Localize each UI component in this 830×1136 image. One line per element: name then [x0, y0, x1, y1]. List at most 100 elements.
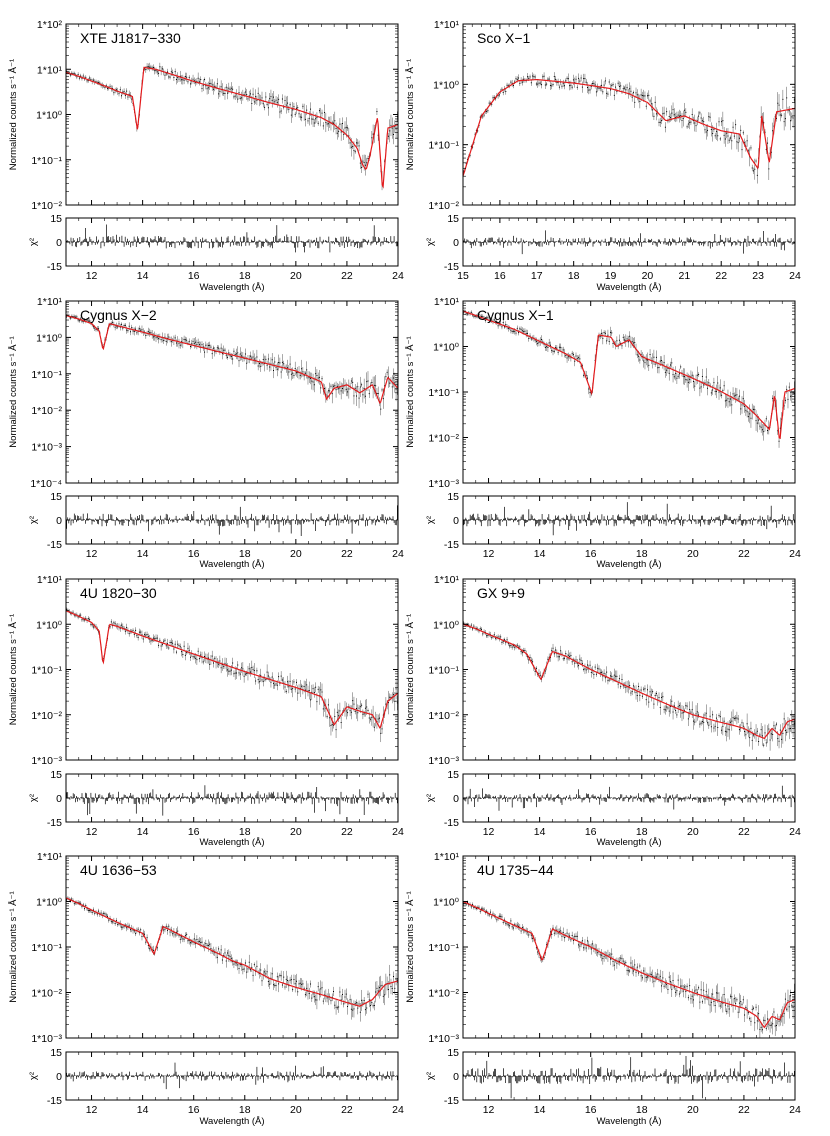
x-tick-label: 20 — [290, 548, 302, 560]
residual-tick-label: 0 — [56, 515, 62, 527]
residual-axis-label: χ² — [425, 238, 436, 246]
x-tick-label: 18 — [239, 548, 251, 560]
model-line — [462, 79, 796, 177]
residual-tick-label: 15 — [447, 769, 459, 781]
plot-frame — [462, 578, 796, 761]
residual-tick-label: -15 — [47, 261, 62, 273]
y-tick-label: 1*10¹ — [434, 574, 460, 586]
residual-tick-label: -15 — [444, 261, 459, 273]
y-tick-label: 1*10¹ — [37, 851, 63, 863]
data-markers — [463, 901, 795, 1031]
residual-tick-label: 0 — [453, 237, 459, 249]
x-tick-label: 20 — [687, 826, 699, 838]
x-tick-label: 24 — [789, 270, 801, 282]
residual-tick-label: 15 — [50, 1047, 62, 1059]
x-tick-label: 21 — [678, 270, 690, 282]
x-tick-label: 22 — [715, 270, 727, 282]
x-tick-label: 14 — [137, 270, 149, 282]
residual-axis-label: χ² — [28, 794, 39, 802]
x-tick-label: 22 — [341, 548, 353, 560]
y-tick-label: 1*10⁰ — [433, 342, 460, 354]
residual-axis-label: χ² — [28, 1072, 39, 1080]
residual-tick-label: -15 — [47, 1095, 62, 1107]
y-axis-label: Normalized counts s⁻¹ Å⁻¹ — [405, 59, 416, 170]
model-line — [462, 623, 796, 740]
x-tick-label: 12 — [483, 826, 495, 838]
residual-axis-label: χ² — [425, 516, 436, 524]
y-tick-label: 1*10⁻⁴ — [30, 478, 62, 490]
x-axis-label: Wavelength (Å) — [596, 1116, 661, 1127]
y-tick-label: 1*10⁻³ — [31, 1033, 62, 1045]
y-axis-label: Normalized counts s⁻¹ Å⁻¹ — [405, 614, 416, 725]
data-markers — [66, 314, 398, 410]
y-tick-label: 1*10⁻¹ — [428, 387, 459, 399]
residual-tick-label: 0 — [56, 793, 62, 805]
x-tick-label: 16 — [188, 270, 200, 282]
x-axis-label: Wavelength (Å) — [596, 837, 661, 848]
y-tick-label: 1*10⁰ — [36, 332, 63, 344]
data-points — [463, 621, 795, 751]
x-tick-label: 18 — [239, 826, 251, 838]
y-tick-label: 1*10⁻¹ — [31, 665, 62, 677]
y-tick-label: 1*10⁻¹ — [428, 140, 459, 152]
panel-title: Sco X−1 — [477, 30, 531, 46]
residual-tick-label: 15 — [447, 213, 459, 225]
x-tick-label: 16 — [188, 826, 200, 838]
y-tick-label: 1*10⁻² — [428, 710, 459, 722]
x-axis-label: Wavelength (Å) — [199, 1116, 264, 1127]
panel-title: 4U 1820−30 — [80, 585, 157, 601]
x-axis-label: Wavelength (Å) — [199, 282, 264, 293]
y-tick-label: 1*10¹ — [434, 296, 460, 308]
data-markers — [463, 310, 795, 442]
y-tick-label: 1*10⁻² — [31, 710, 62, 722]
x-tick-label: 20 — [290, 1104, 302, 1116]
panel-3: 1*10¹1*10⁰1*10⁻¹1*10⁻²1*10⁻³1*10⁻⁴Normal… — [8, 296, 404, 570]
x-tick-label: 22 — [738, 826, 750, 838]
y-tick-label: 1*10⁰ — [433, 619, 460, 631]
residual-axis-label: χ² — [425, 1072, 436, 1080]
x-tick-label: 17 — [531, 270, 543, 282]
model-line — [65, 610, 399, 729]
x-tick-label: 16 — [585, 548, 597, 560]
y-tick-label: 1*10⁻¹ — [31, 155, 62, 167]
residual-tick-label: -15 — [47, 539, 62, 551]
x-tick-label: 19 — [605, 270, 617, 282]
x-tick-label: 22 — [341, 270, 353, 282]
y-tick-label: 1*10⁻³ — [428, 1033, 459, 1045]
error-bars — [66, 607, 398, 743]
x-tick-label: 18 — [636, 826, 648, 838]
residual-tick-label: 0 — [453, 793, 459, 805]
x-tick-label: 12 — [86, 826, 98, 838]
x-tick-label: 22 — [738, 1104, 750, 1116]
x-tick-label: 16 — [494, 270, 506, 282]
y-axis-label: Normalized counts s⁻¹ Å⁻¹ — [405, 891, 416, 1002]
y-tick-label: 1*10¹ — [37, 574, 63, 586]
x-tick-label: 12 — [483, 548, 495, 560]
y-tick-label: 1*10⁻² — [31, 200, 62, 212]
residual-tick-label: -15 — [47, 817, 62, 829]
error-bars — [463, 72, 795, 184]
data-points — [463, 309, 795, 448]
residual-panel: 15 0 -15 χ² — [425, 213, 796, 273]
y-tick-label: 1*10⁻³ — [31, 755, 62, 767]
x-tick-label: 14 — [534, 826, 546, 838]
x-tick-label: 16 — [585, 826, 597, 838]
x-tick-label: 14 — [137, 1104, 149, 1116]
x-tick-label: 24 — [392, 1104, 404, 1116]
y-tick-label: 1*10⁻³ — [428, 478, 459, 490]
residual-tick-label: 0 — [56, 1071, 62, 1083]
data-points — [66, 62, 398, 191]
y-tick-label: 1*10¹ — [434, 19, 460, 31]
residual-tick-label: 0 — [453, 515, 459, 527]
x-tick-label: 14 — [137, 826, 149, 838]
residual-tick-label: -15 — [444, 1095, 459, 1107]
data-points — [463, 72, 795, 184]
